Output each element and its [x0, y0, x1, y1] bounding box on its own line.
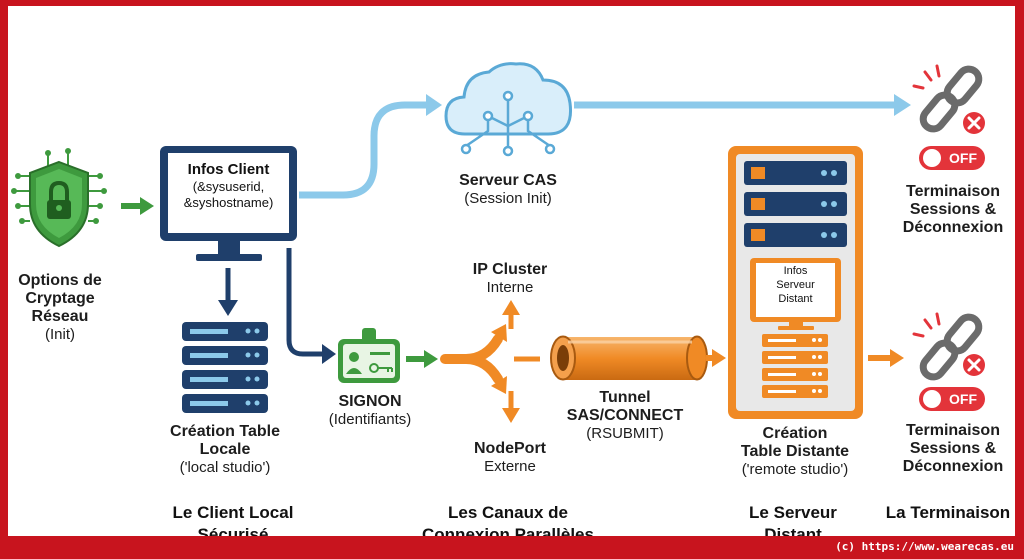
diagram-graphics — [11, 62, 985, 423]
arrow-signon-to-split — [406, 350, 438, 368]
off-toggle-icon — [919, 387, 985, 411]
remote-table-sub: ('remote studio') — [741, 461, 849, 478]
tunnel-title: Tunnel SAS/CONNECT — [566, 389, 684, 424]
remote-table-title: Création Table Distante — [740, 425, 850, 460]
arrow-crypt-to-client — [121, 197, 154, 215]
cas-title: Serveur CAS — [459, 172, 557, 189]
off-toggle-icon — [919, 146, 985, 170]
shield-lock-icon — [11, 148, 107, 248]
column-server: Le Serveur Distant — [749, 503, 837, 536]
column-termination: La Terminaison — [885, 503, 1011, 522]
arrow-client-to-local-table — [218, 268, 238, 316]
broken-chain-icon — [912, 312, 985, 381]
id-badge-icon — [338, 328, 400, 383]
crypt-sub: (Init) — [45, 326, 75, 343]
arrow-server-to-termination — [868, 349, 904, 367]
local-table-label: Création Table Locale ('local studio') — [155, 423, 295, 477]
signon-title: SIGNON — [338, 393, 402, 410]
column-client: Le Client Local Sécurisé — [172, 503, 294, 536]
client-info-sub: (&sysuserid, &syshostname) — [183, 179, 274, 210]
server-stack-icon — [182, 322, 268, 413]
server-info-text: Infos Serveur Distant — [776, 265, 815, 305]
term-bottom-title: Terminaison Sessions & Déconnexion — [902, 422, 1004, 475]
split-arrow-icon — [440, 300, 540, 423]
arrow-tunnel-to-server — [706, 349, 726, 367]
nodeport-sub: Externe — [484, 458, 536, 475]
tunnel-pipe-icon — [550, 335, 708, 381]
ip-cluster-label: IP Cluster Interne — [453, 261, 567, 297]
cloud-network-icon — [444, 62, 573, 157]
client-info-box: Infos Client (&sysuserid, &syshostname) — [168, 161, 289, 211]
tunnel-sub: (RSUBMIT) — [586, 425, 664, 442]
arrow-client-to-signon — [286, 248, 336, 364]
crypt-label: Options de Cryptage Réseau (Init) — [8, 272, 112, 344]
local-table-title: Création Table Locale — [170, 423, 280, 458]
server-tower-icon — [728, 146, 863, 419]
cas-label: Serveur CAS (Session Init) — [438, 172, 578, 208]
ip-cluster-title: IP Cluster — [472, 261, 548, 278]
column-channels: Les Canaux de Connexion Parallèles — [422, 503, 594, 536]
diagram-canvas: Infos Client (&sysuserid, &syshostname) … — [8, 6, 1015, 536]
term-top-title: Terminaison Sessions & Déconnexion — [902, 183, 1004, 236]
term-bottom-toggle-label: OFF — [949, 391, 977, 407]
cas-sub: (Session Init) — [464, 190, 552, 207]
nodeport-label: NodePort Externe — [453, 440, 567, 476]
local-table-sub: ('local studio') — [179, 459, 271, 476]
broken-chain-icon — [912, 64, 985, 134]
arrow-client-to-cas — [299, 94, 442, 199]
term-bottom-label: Terminaison Sessions & Déconnexion — [893, 422, 1013, 476]
crypt-title: Options de Cryptage Réseau — [18, 272, 102, 325]
tunnel-label: Tunnel SAS/CONNECT (RSUBMIT) — [558, 389, 692, 443]
ip-cluster-sub: Interne — [486, 279, 534, 296]
term-top-toggle-label: OFF — [949, 150, 977, 166]
copyright-footer: (c) https://www.wearecas.eu — [835, 540, 1014, 553]
nodeport-title: NodePort — [474, 440, 546, 457]
term-top-label: Terminaison Sessions & Déconnexion — [893, 183, 1013, 237]
client-info-title: Infos Client — [187, 161, 270, 178]
remote-table-label: Création Table Distante ('remote studio'… — [720, 425, 870, 479]
signon-sub: (Identifiants) — [328, 411, 412, 428]
arrow-cas-to-termination — [574, 94, 911, 116]
server-info-box: Infos Serveur Distant — [756, 264, 835, 306]
signon-label: SIGNON (Identifiants) — [310, 393, 430, 429]
monitor-icon — [160, 146, 297, 261]
